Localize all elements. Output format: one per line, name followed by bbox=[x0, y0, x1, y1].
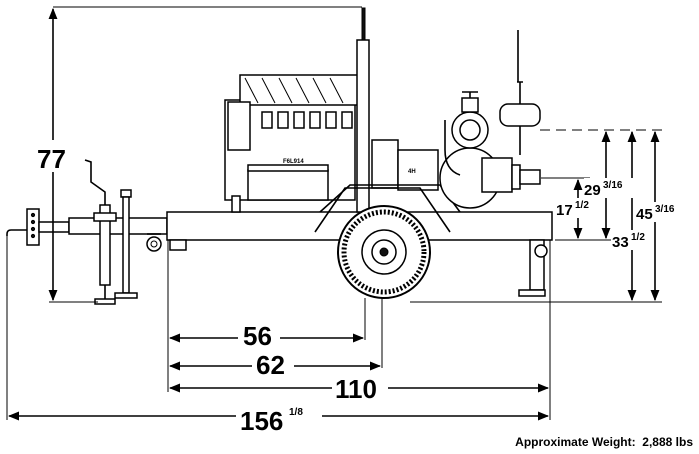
wheel bbox=[314, 187, 451, 299]
dimension-labels: 77 56 62 110 156 1/8 29 3/16 17 1/2 33 1… bbox=[33, 140, 690, 436]
engine-model-label: F6L914 bbox=[283, 159, 304, 165]
weight-label: Approximate Weight: bbox=[515, 435, 636, 449]
tow-hitch bbox=[6, 208, 168, 246]
dim-33-label: 33 bbox=[612, 234, 629, 251]
dim-56-label: 56 bbox=[243, 321, 272, 351]
dim-156-label: 156 bbox=[240, 406, 283, 436]
trailer-machine: F6L914 4H bbox=[6, 7, 553, 305]
weight-value: 2,888 lbs bbox=[642, 435, 693, 449]
dim-29-label: 29 bbox=[584, 182, 601, 199]
approximate-weight: Approximate Weight: 2,888 lbs bbox=[515, 435, 693, 449]
dim-45-label: 45 bbox=[636, 206, 653, 223]
dim-62-label: 62 bbox=[256, 350, 285, 380]
dim-29-frac: 3/16 bbox=[603, 180, 623, 191]
front-jack bbox=[84, 159, 117, 305]
dim-45-frac: 3/16 bbox=[655, 204, 675, 215]
pump bbox=[439, 30, 541, 209]
engine: F6L914 bbox=[224, 7, 370, 213]
dim-17-frac: 1/2 bbox=[575, 200, 589, 211]
dim-156-frac: 1/8 bbox=[289, 407, 303, 418]
height-77-label: 77 bbox=[37, 144, 66, 174]
coupling-label: 4H bbox=[408, 169, 416, 175]
dim-17-label: 17 bbox=[556, 202, 573, 219]
dim-33-frac: 1/2 bbox=[631, 232, 645, 243]
dim-110-label: 110 bbox=[335, 374, 377, 404]
stand-jack bbox=[114, 189, 138, 299]
